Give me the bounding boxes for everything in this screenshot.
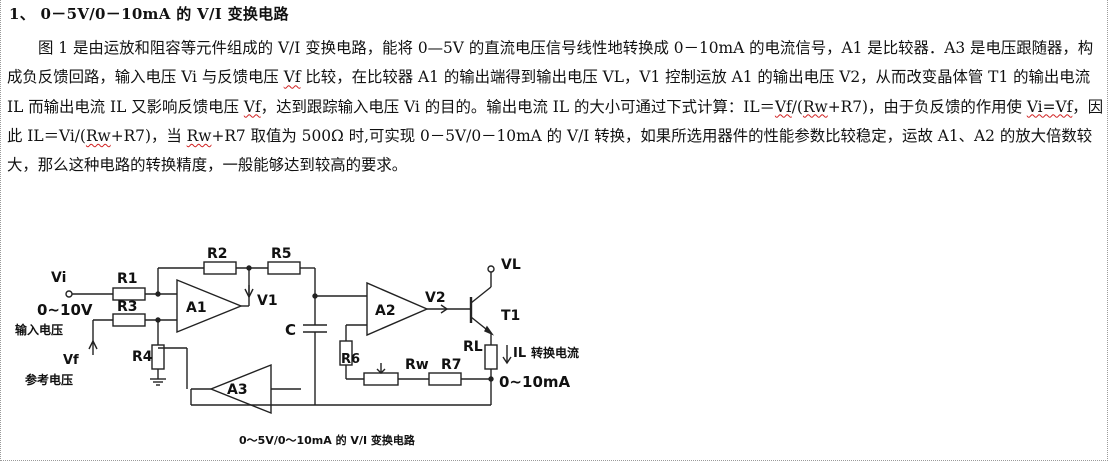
- vi-terminal: [65, 290, 73, 298]
- paragraph-text: 图 1 是由运放和阻容等元件组成的 V/I 变换电路，能将 0—5V 的直流电压…: [7, 34, 1107, 180]
- spellcheck-word: Vf: [243, 97, 261, 116]
- label-a1: A1: [186, 300, 207, 316]
- label-vl: VL: [501, 257, 521, 273]
- body-paragraph: 图 1 是由运放和阻容等元件组成的 V/I 变换电路，能将 0—5V 的直流电压…: [7, 34, 1107, 180]
- rl-resistor: [484, 344, 498, 370]
- spellcheck-word: Rw: [85, 126, 111, 145]
- circuit-diagram: Vi 0~10V 输入电压 Vf 参考电压 R1 R2 R5 R3 R4 A1 …: [15, 246, 579, 447]
- label-rw: Rw: [405, 357, 429, 373]
- text-run: /(: [791, 97, 803, 116]
- label-r7: R7: [441, 357, 462, 373]
- circuit-labels: Vi 0~10V 输入电压 Vf 参考电压 R1 R2 R5 R3 R4 A1 …: [15, 246, 579, 447]
- label-r6: R6: [341, 352, 360, 367]
- r5-resistor: [267, 261, 301, 275]
- text-run: 比较，在比较器 A1 的输出端得到输出电压 VL，V1 控制运放 A1 的输出电…: [7, 68, 1091, 116]
- label-r4: R4: [132, 349, 153, 365]
- section-heading: 1、 0－5V/0－10mA 的 V/I 变换电路: [9, 5, 289, 23]
- spellcheck-word: Vf: [774, 97, 792, 116]
- label-r3: R3: [117, 299, 138, 315]
- text-run: ，因此 IL＝Vi/(: [7, 97, 1104, 145]
- label-t1: T1: [501, 308, 520, 324]
- label-a2: A2: [375, 303, 396, 319]
- label-il: IL: [513, 346, 526, 361]
- label-r2: R2: [207, 246, 228, 262]
- text-run: 图 1 是由运放和阻容等元件组成的 V/I 变换电路，能将 0—5V 的直流电压…: [7, 39, 1094, 87]
- text-run: ，达到跟踪输入电压 Vi 的目的。输出电流 IL 的大小可通过下式计算：IL＝: [260, 97, 775, 116]
- text-run: +R7)，由于负反馈的作用使: [827, 97, 1027, 116]
- label-conv-current: 转换电流: [531, 345, 579, 360]
- text-run: +R7)，当: [110, 126, 187, 145]
- r2-resistor: [203, 261, 237, 275]
- label-r5: R5: [271, 246, 292, 262]
- r3-resistor: [112, 313, 146, 327]
- label-ref-voltage: 参考电压: [25, 372, 73, 387]
- r7-resistor: [428, 372, 462, 386]
- spellcheck-word: Rw: [802, 97, 828, 116]
- figure-caption: 0～5V/0～10mA 的 V/I 变换电路: [239, 433, 416, 447]
- spellcheck-word: Rw: [186, 126, 212, 145]
- label-input-voltage: 输入电压: [15, 322, 63, 337]
- label-a3: A3: [227, 382, 248, 398]
- spellcheck-word: Vf: [283, 68, 301, 87]
- circuit-wires: [65, 261, 512, 415]
- text-run: +R7 取值为 500Ω 时,可实现 0－5V/0－10mA 的 V/I 转换，…: [7, 126, 1093, 175]
- label-rl: RL: [463, 339, 483, 355]
- label-v2: V2: [425, 290, 446, 306]
- vl-terminal: [487, 265, 495, 273]
- a2-opamp: [366, 281, 429, 337]
- label-vi: Vi: [51, 270, 66, 286]
- label-r1: R1: [117, 271, 138, 287]
- label-v1: V1: [257, 293, 278, 309]
- label-vf: Vf: [63, 353, 79, 368]
- label-out-range: 0~10mA: [499, 373, 571, 391]
- circuit-figure: Vi 0~10V 输入电压 Vf 参考电压 R1 R2 R5 R3 R4 A1 …: [1, 245, 621, 460]
- rw-resistor: [363, 372, 399, 386]
- label-vi-range: 0~10V: [37, 301, 93, 319]
- label-c: C: [285, 321, 296, 339]
- a1-opamp: [176, 278, 243, 334]
- spellcheck-word: Vi=Vf: [1026, 97, 1073, 116]
